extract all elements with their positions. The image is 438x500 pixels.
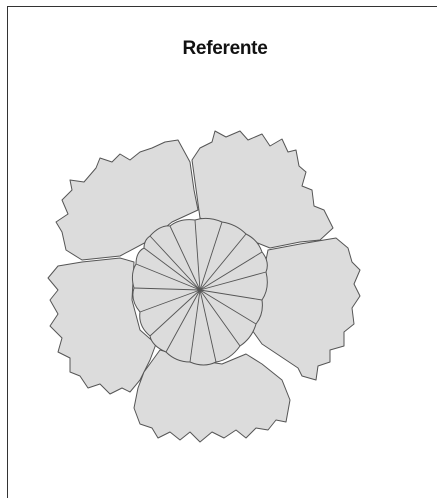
petal-right (252, 238, 360, 380)
